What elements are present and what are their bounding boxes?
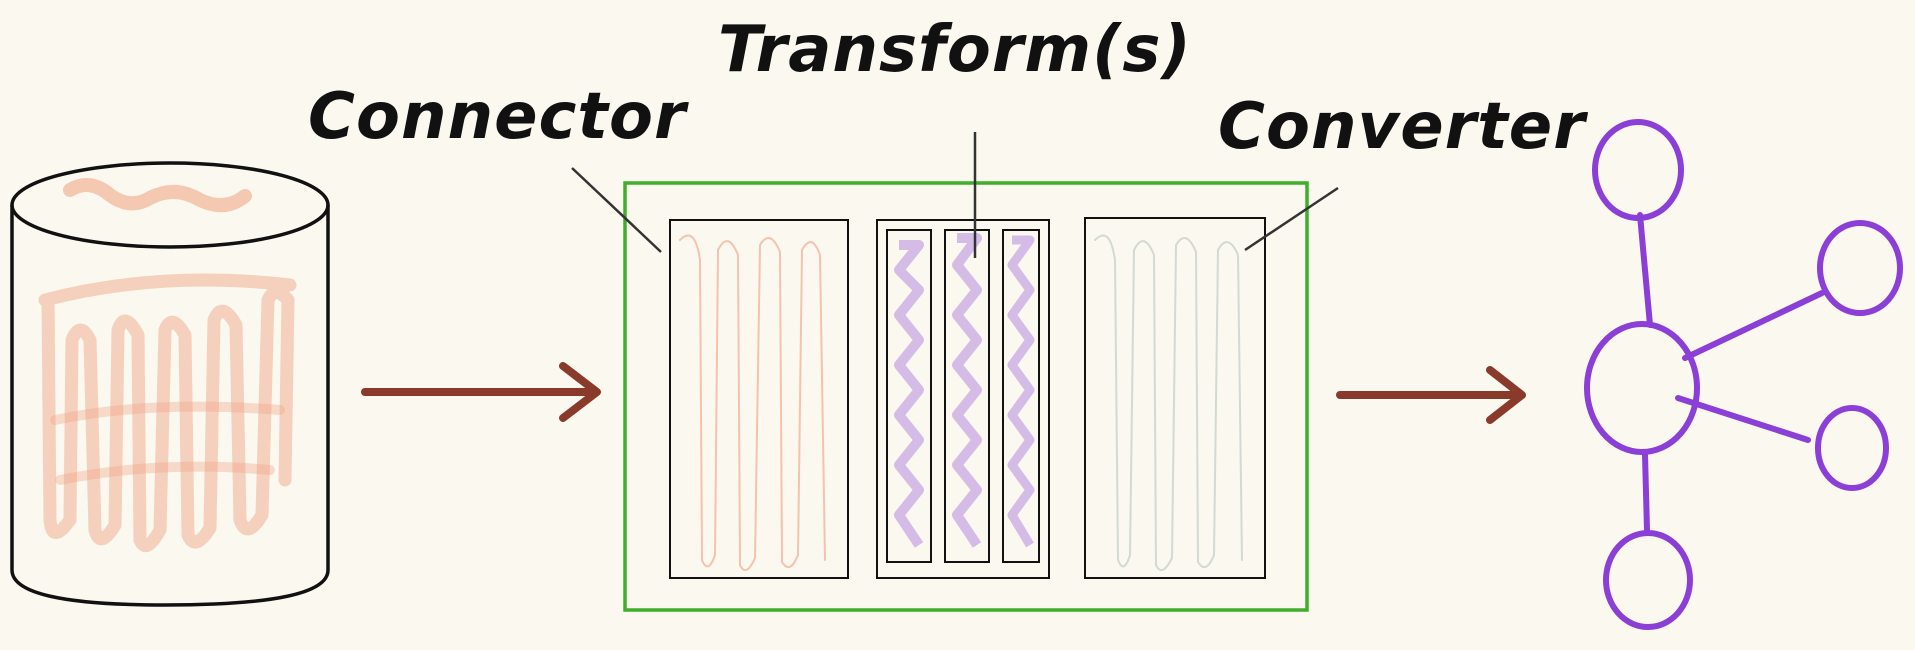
transform-column-3 (1002, 229, 1040, 563)
graph-node-top (1592, 119, 1684, 221)
arrow-pipeline-to-graph (1336, 366, 1526, 424)
connector-box (669, 219, 849, 579)
graph-node-right-bottom (1815, 405, 1889, 491)
transform-column-2 (944, 229, 990, 563)
arrow-source-to-pipeline (361, 362, 601, 422)
transform-column-2-scribble (952, 233, 982, 548)
transforms-container (876, 219, 1050, 579)
transform-column-1-scribble (894, 240, 924, 548)
source-database-icon (10, 161, 330, 607)
converter-box-scribble (1094, 234, 1243, 572)
graph-network-icon (1584, 119, 1903, 630)
converter-label: Converter (1218, 90, 1586, 164)
source-database-top (10, 161, 330, 249)
converter-leader-line (1244, 186, 1339, 252)
source-database-top-scribble (63, 178, 252, 213)
source-database-body (10, 205, 330, 607)
connector-box-scribble (679, 234, 826, 572)
connector-label: Connector (308, 80, 687, 154)
source-database-body-scribble-2 (50, 401, 285, 485)
converter-box (1084, 217, 1266, 579)
graph-node-bottom (1603, 530, 1693, 630)
transforms-label: Transform(s) (718, 13, 1192, 87)
transform-column-1 (886, 229, 932, 563)
graph-node-center (1584, 321, 1700, 455)
pipeline-container (623, 181, 1309, 612)
source-database-body-scribble (38, 273, 297, 552)
transform-column-3-scribble (1007, 235, 1035, 548)
graph-node-right-top (1817, 220, 1903, 316)
connector-leader-line (571, 167, 662, 253)
